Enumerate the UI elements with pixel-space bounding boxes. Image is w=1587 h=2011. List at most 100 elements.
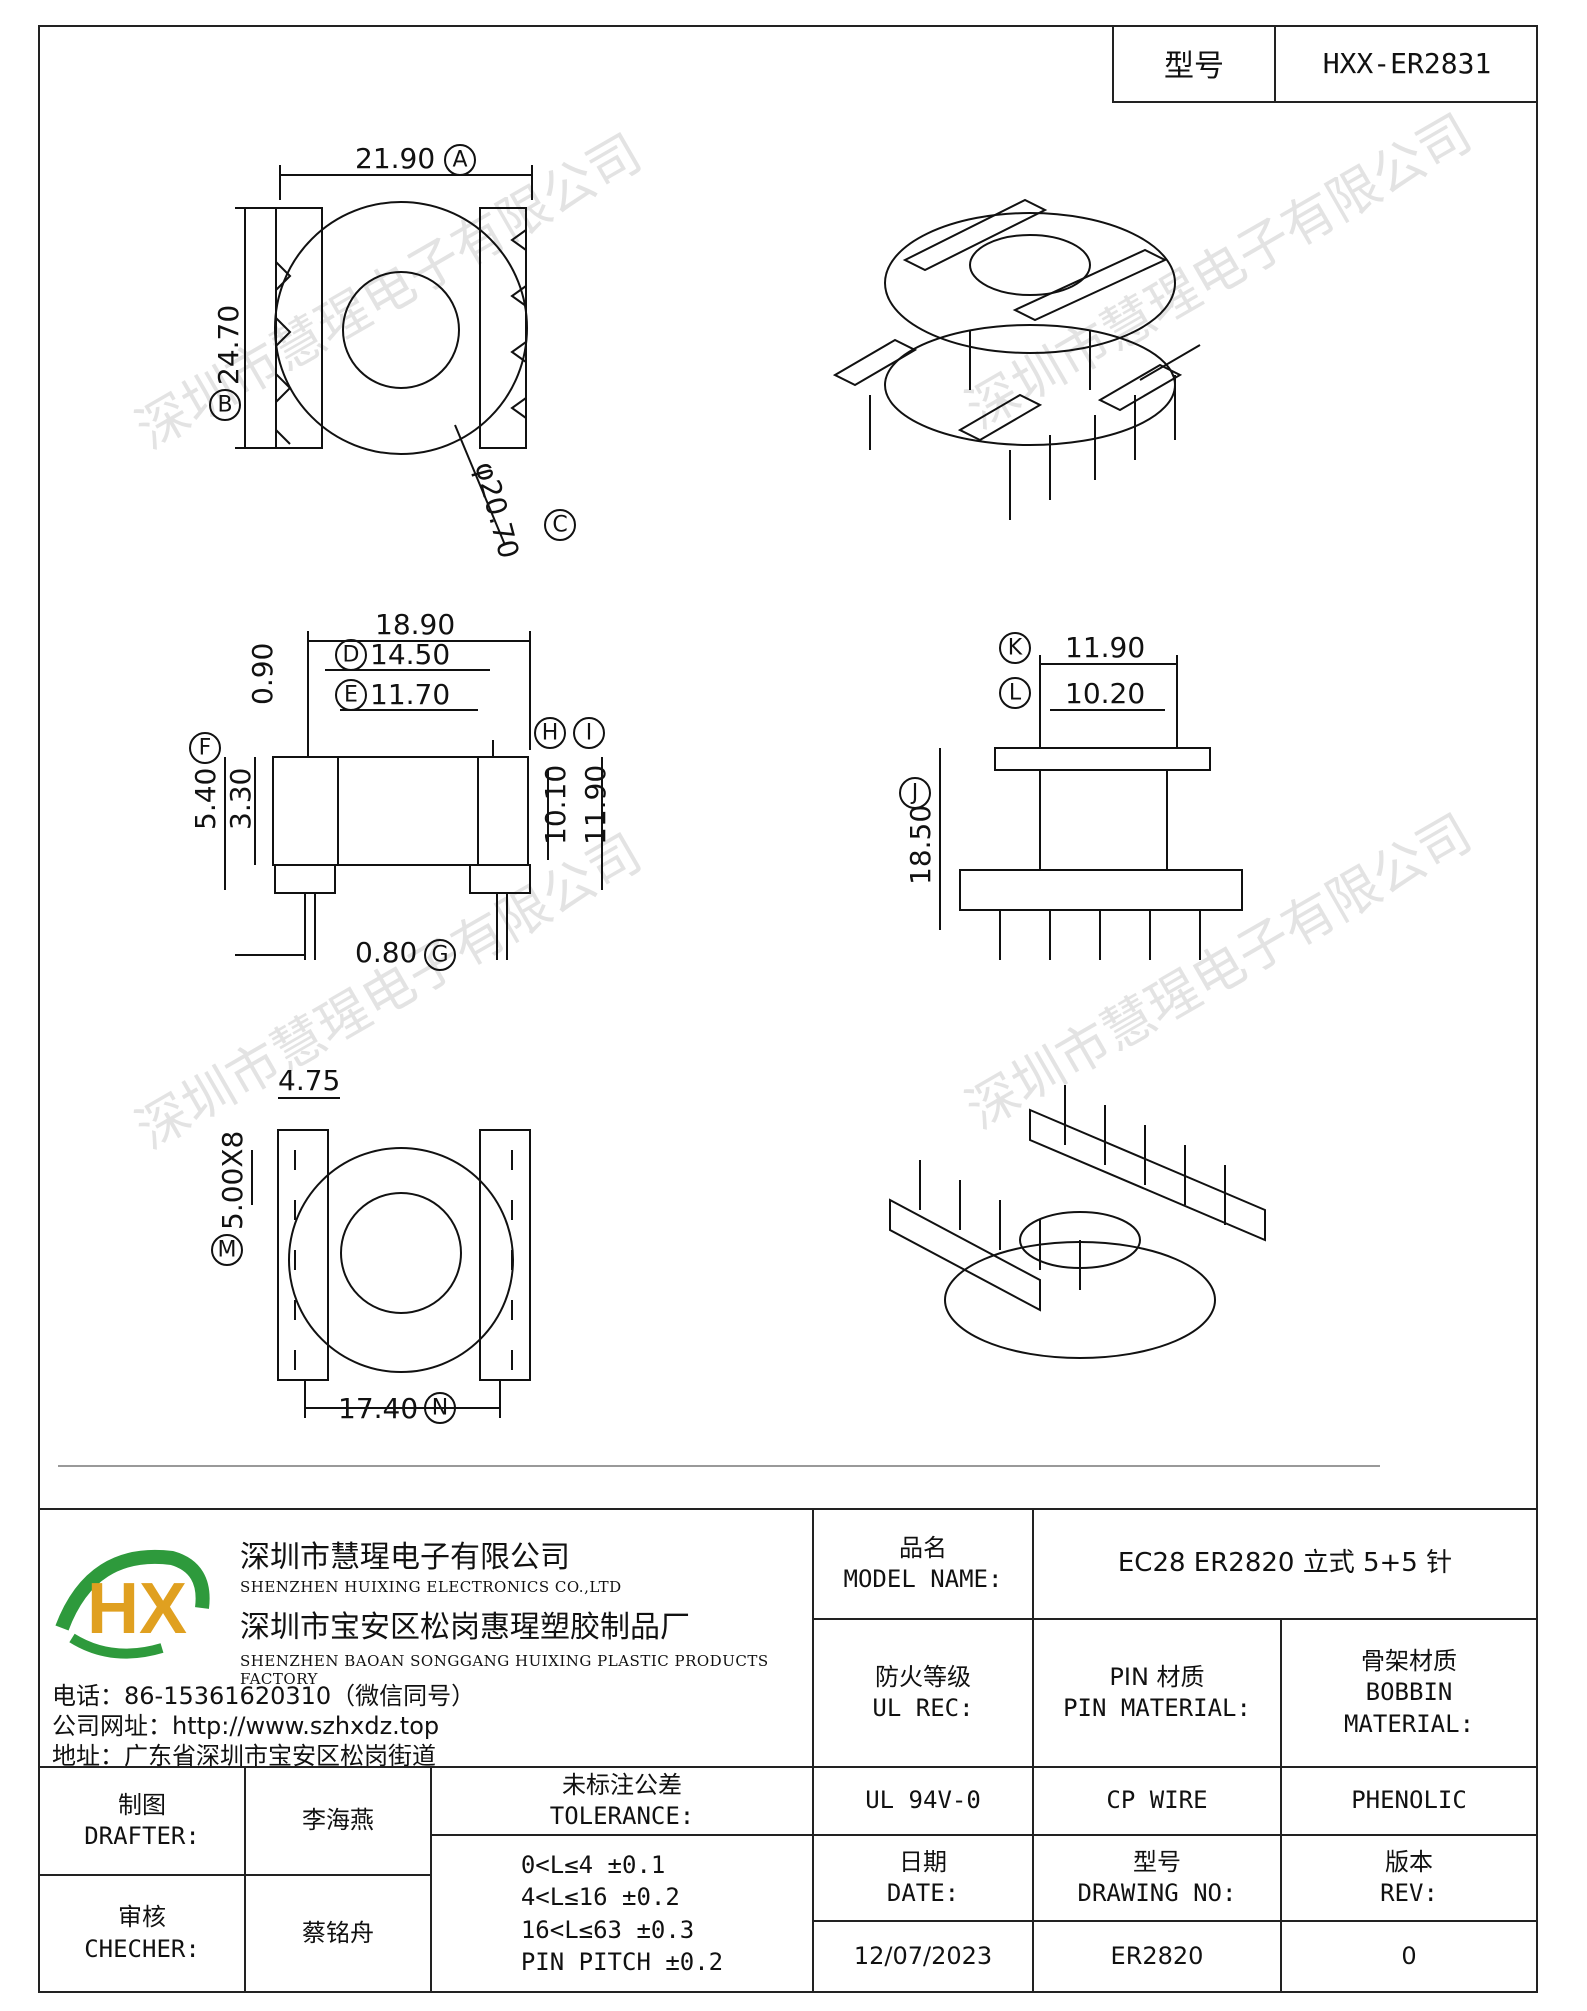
dim-b: 24.70 — [212, 305, 245, 385]
circle-label-e: E — [344, 683, 358, 708]
date-value: 12/07/2023 — [812, 1920, 1034, 1993]
tolerance-values: 0<L≤4 ±0.1 4<L≤16 ±0.2 16<L≤63 ±0.3 PIN … — [430, 1834, 814, 1993]
model-name-en: MODEL NAME: — [843, 1565, 1003, 1593]
circle-label-m: M — [218, 1238, 237, 1263]
front-view — [939, 655, 1243, 960]
watermark-2: 深圳市慧瑆电子有限公司 — [957, 103, 1482, 441]
factory-name-cn: 深圳市宝安区松岗惠瑆塑胶制品厂 — [240, 1610, 690, 1645]
rev-en: REV: — [1380, 1879, 1438, 1907]
logo-text: HX — [87, 1569, 187, 1649]
dim-a: 21.90 — [355, 142, 435, 175]
bobbin-material-en2: MATERIAL: — [1343, 1709, 1475, 1738]
tolerance-line: 0<L≤4 ±0.1 — [520, 1850, 666, 1879]
isometric-view-bottom — [889, 1085, 1266, 1359]
drafter-cn: 制图 — [118, 1790, 166, 1819]
model-label: 型号 — [1114, 25, 1276, 101]
dim-j: 18.50 — [904, 805, 937, 885]
ul-rec-cn: 防火等级 — [875, 1662, 971, 1691]
pin-material-label: PIN 材质 PIN MATERIAL: — [1032, 1618, 1282, 1768]
rev-label: 版本 REV: — [1280, 1834, 1538, 1922]
technical-drawing: 深圳市慧瑆电子有限公司 深圳市慧瑆电子有限公司 深圳市慧瑆电子有限公司 深圳市慧… — [58, 103, 1482, 1467]
dim-i1: 10.10 — [539, 765, 572, 845]
watermark-4: 深圳市慧瑆电子有限公司 — [957, 803, 1482, 1141]
ul-value: UL 94V-0 — [812, 1766, 1034, 1836]
company-name-en: SHENZHEN HUIXING ELECTRONICS CO.,LTD — [240, 1578, 622, 1596]
watermark-3: 深圳市慧瑆电子有限公司 — [127, 823, 652, 1161]
dim-k: 11.90 — [1065, 631, 1145, 664]
tolerance-line: 4<L≤16 ±0.2 — [520, 1883, 680, 1912]
company-address: 地址：广东省深圳市宝安区松岗街道 — [52, 1742, 436, 1770]
circle-label-k: K — [1008, 636, 1023, 661]
tolerance-cn: 未标注公差 — [562, 1770, 682, 1799]
dim-m2: 5.00X8 — [216, 1131, 249, 1230]
title-block: HX 深圳市慧瑆电子有限公司 SHENZHEN HUIXING ELECTRON… — [38, 1508, 1538, 1993]
tolerance-label: 未标注公差 TOLERANCE: — [430, 1766, 814, 1836]
model-name-value: EC28 ER2820 立式 5+5 针 — [1032, 1508, 1538, 1620]
dim-i2: 11.90 — [579, 765, 612, 845]
pin-value: CP WIRE — [1032, 1766, 1282, 1836]
checker-label: 审核 CHECHER: — [38, 1874, 246, 1993]
dim-e: 11.70 — [370, 678, 450, 711]
isometric-view-top — [832, 198, 1201, 520]
rev-cn: 版本 — [1385, 1847, 1433, 1876]
factory-name-en: SHENZHEN BAOAN SONGGANG HUIXING PLASTIC … — [240, 1652, 769, 1688]
rev-value: 0 — [1280, 1920, 1538, 1993]
circle-label-a: A — [452, 148, 467, 173]
ul-rec-en: UL REC: — [872, 1694, 974, 1722]
circle-label-c: C — [552, 513, 567, 538]
dim-l: 10.20 — [1065, 677, 1145, 710]
top-view — [235, 165, 533, 546]
circle-label-i: I — [586, 721, 593, 746]
circle-label-b: B — [217, 393, 232, 418]
date-cn: 日期 — [899, 1847, 947, 1876]
circle-label-h: H — [542, 721, 559, 746]
bobbin-material-cn: 骨架材质 — [1361, 1647, 1457, 1676]
dim-m1: 4.75 — [278, 1064, 340, 1097]
circle-label-l: L — [1009, 681, 1022, 706]
drafter-en: DRAFTER: — [84, 1822, 200, 1850]
company-info: HX 深圳市慧瑆电子有限公司 SHENZHEN HUIXING ELECTRON… — [38, 1508, 814, 1770]
model-value: HXX-ER2831 — [1322, 46, 1492, 80]
dim-d: 14.50 — [370, 638, 450, 671]
drawing-no-value: ER2820 — [1032, 1920, 1282, 1993]
dim-n: 17.40 — [338, 1392, 418, 1425]
checker-cn: 审核 — [118, 1903, 166, 1932]
model-name-cn: 品名 — [899, 1533, 947, 1562]
circle-label-n: N — [432, 1396, 448, 1421]
circle-label-d: D — [343, 643, 360, 668]
company-website: 公司网址：http://www.szhxdz.top — [52, 1712, 440, 1740]
circle-label-g: G — [431, 943, 448, 968]
drafter-label: 制图 DRAFTER: — [38, 1766, 246, 1876]
circle-label-f: F — [199, 736, 212, 761]
date-label: 日期 DATE: — [812, 1834, 1034, 1922]
model-header-box: 型号 HXX-ER2831 — [1112, 25, 1538, 103]
company-logo: HX — [55, 1549, 210, 1659]
dim-c: φ20.70 — [468, 458, 525, 562]
bobbin-material-label: 骨架材质 BOBBIN MATERIAL: — [1280, 1618, 1538, 1768]
dim-g: 0.80 — [355, 936, 417, 969]
checker-name: 蔡铭舟 — [244, 1874, 432, 1993]
company-name-cn: 深圳市慧瑆电子有限公司 — [240, 1540, 570, 1575]
drafter-name: 李海燕 — [244, 1766, 432, 1876]
tolerance-en: TOLERANCE: — [549, 1802, 695, 1830]
bottom-view — [251, 1097, 531, 1418]
dim-f2: 3.30 — [224, 768, 257, 830]
tolerance-line: PIN PITCH ±0.2 — [520, 1947, 724, 1976]
dim-f: 5.40 — [189, 768, 222, 830]
dim-flange: 0.90 — [246, 643, 279, 705]
date-en: DATE: — [886, 1879, 960, 1907]
circle-markers — [189, 144, 1031, 1424]
pin-material-en: PIN MATERIAL: — [1063, 1694, 1251, 1722]
watermarks: 深圳市慧瑆电子有限公司 深圳市慧瑆电子有限公司 深圳市慧瑆电子有限公司 深圳市慧… — [127, 103, 1482, 1161]
drawing-no-en: DRAWING NO: — [1077, 1879, 1237, 1907]
bobbin-material-en1: BOBBIN — [1365, 1678, 1453, 1707]
circle-label-j: J — [910, 781, 919, 806]
tolerance-line: 16<L≤63 ±0.3 — [520, 1915, 695, 1944]
side-view — [224, 631, 603, 960]
checker-en: CHECHER: — [84, 1934, 200, 1963]
model-name-label: 品名 MODEL NAME: — [812, 1508, 1034, 1620]
pin-material-cn: PIN 材质 — [1109, 1662, 1205, 1691]
company-phone: 电话：86-15361620310（微信同号） — [52, 1682, 476, 1710]
drawing-no-cn: 型号 — [1133, 1847, 1181, 1876]
dim-width-side: 18.90 — [375, 608, 455, 641]
